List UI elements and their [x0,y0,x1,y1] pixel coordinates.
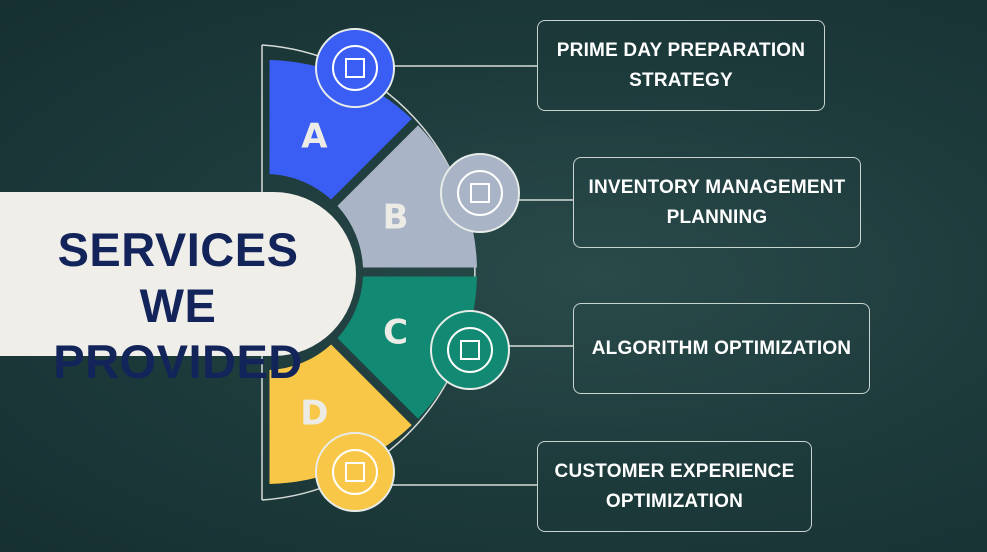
service-box-prime-day: PRIME DAY PREPARATION STRATEGY [537,20,825,111]
service-text: STRATEGY [629,69,733,91]
handshake-icon [315,432,395,512]
box-cycle-icon [440,153,520,233]
service-text: INVENTORY MANAGEMENT [588,176,846,198]
wedge-letter: D [300,394,328,434]
title-label [0,192,356,356]
service-text: PLANNING [666,206,768,228]
service-text: OPTIMIZATION [605,490,744,512]
wedge-c [337,276,477,419]
service-text: PRIME DAY PREPARATION [556,39,806,61]
service-box-customer: CUSTOMER EXPERIENCE OPTIMIZATION [537,441,812,532]
service-text: ALGORITHM OPTIMIZATION [591,337,852,359]
page-title: SERVICES WE PROVIDED [18,222,338,390]
title-line-2: PROVIDED [53,335,303,388]
workflow-gear-icon [430,310,510,390]
wedge-letter: C [383,312,408,352]
title-line-1: SERVICES WE [57,223,299,332]
service-text: CUSTOMER EXPERIENCE [554,460,795,482]
wedge-b [337,125,477,268]
checklist-gear-icon [315,28,395,108]
service-box-algorithm: ALGORITHM OPTIMIZATION [573,303,870,394]
service-box-inventory: INVENTORY MANAGEMENT PLANNING [573,157,861,248]
wedge-letter: A [301,116,328,156]
wedge-letter: B [383,198,409,238]
